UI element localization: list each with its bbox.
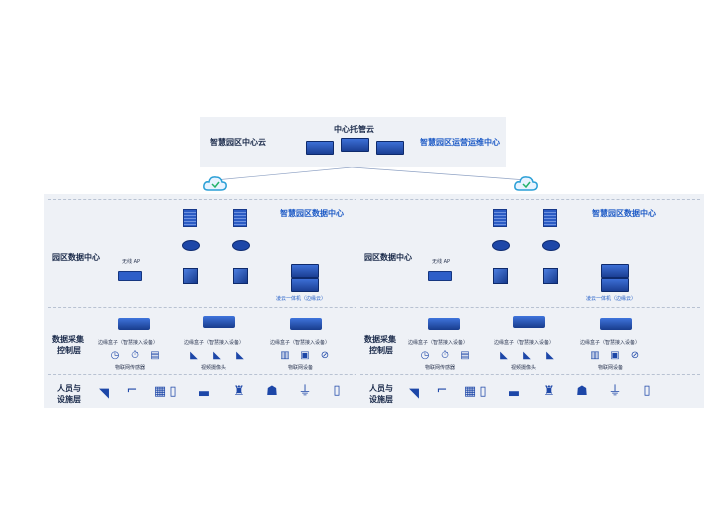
people-icon: ☗ [576, 384, 588, 399]
dc-badge-left: 智慧园区数据中心 [280, 209, 344, 218]
group-label-left-2: 视频摄像头 [201, 365, 227, 371]
fire-hydrant-icon: ♜ [233, 384, 245, 399]
wireless-ap-left [118, 271, 142, 281]
dc-badge-right: 智慧园区数据中心 [592, 209, 656, 218]
cloud-server-1 [306, 141, 334, 155]
group-label-right-1: 物联网传感器 [425, 365, 456, 371]
timer-icon: ⏱ [441, 350, 449, 361]
server-icon: ▥ [590, 350, 600, 361]
cloud-server-2 [341, 138, 369, 152]
thermometer-icon: ◷ [420, 350, 430, 361]
layer-collect-right-1: 数据采集 [364, 335, 396, 344]
cctv-icon: ◥ [99, 386, 109, 401]
phone-icon: ▯ [643, 383, 651, 398]
firewall-left-2 [233, 209, 247, 227]
forbidden-icon: ⊘ [630, 350, 640, 361]
edge-cloud-server-left-2 [291, 278, 319, 292]
access-control-icon: ▣ [300, 350, 310, 361]
cloud-left-label: 智慧园区中心云 [210, 138, 266, 147]
thermometer-icon: ◷ [110, 350, 120, 361]
edge-cloud-label-right: 凌云一体机（边缘云） [586, 296, 637, 302]
router-right-2 [542, 240, 560, 251]
edge-cloud-server-right-2 [601, 278, 629, 292]
shower-icon: ⌐ [436, 383, 448, 398]
car-icon: ▬ [507, 386, 521, 401]
ap-label-right: 无线 AP [432, 259, 451, 265]
wireless-ap-right [428, 271, 452, 281]
group-label-right-3: 物联网设备 [598, 365, 624, 371]
meter-icon: ▤ [150, 350, 160, 361]
firewall-right-1 [493, 209, 507, 227]
camera-icon: ◣ [213, 350, 221, 361]
edge-cloud-label-left: 凌云一体机（边缘云） [276, 296, 327, 302]
edge-box-left-2 [203, 316, 235, 328]
timer-icon: ⏱ [131, 350, 139, 361]
core-switch-right-2 [543, 268, 558, 284]
core-switch-left-1 [183, 268, 198, 284]
camera-icon: ◣ [236, 350, 244, 361]
core-switch-right-1 [493, 268, 508, 284]
layer-dc-left: 园区数据中心 [52, 253, 100, 262]
cloud-icon-left [203, 176, 227, 191]
edge-cloud-server-left-1 [291, 264, 319, 278]
camera-icon: ◣ [190, 350, 198, 361]
access-control-icon: ▣ [610, 350, 620, 361]
layer-collect-right-2: 控制层 [369, 346, 393, 355]
ap-label-left: 无线 AP [122, 259, 141, 265]
edge-box-label-left-3: 边缘盒子（智慧接入设备） [270, 340, 331, 346]
edge-box-label-right-2: 边缘盒子（智慧接入设备） [494, 340, 555, 346]
charging-plug-icon: ⏚ [298, 384, 312, 399]
edge-box-label-left-2: 边缘盒子（智慧接入设备） [184, 340, 245, 346]
edge-cloud-server-right-1 [601, 264, 629, 278]
edge-box-label-right-1: 边缘盒子（智慧接入设备） [408, 340, 469, 346]
camera-icon: ◣ [500, 350, 508, 361]
door-icon: ▯ [169, 384, 177, 399]
layer-facility-left-2: 设施层 [57, 395, 81, 404]
edge-box-label-left-1: 边缘盒子（智慧接入设备） [98, 340, 159, 346]
door-icon: ▯ [479, 384, 487, 399]
shower-icon: ⌐ [126, 383, 138, 398]
edge-box-left-3 [290, 318, 322, 330]
router-left-2 [232, 240, 250, 251]
camera-icon: ◣ [546, 350, 554, 361]
cloud-server-3 [376, 141, 404, 155]
layer-collect-left-1: 数据采集 [52, 335, 84, 344]
layer-collect-left-2: 控制层 [57, 346, 81, 355]
edge-box-right-1 [428, 318, 460, 330]
cloud-icon-right [514, 176, 538, 191]
edge-box-right-2 [513, 316, 545, 328]
group-label-left-3: 物联网设备 [288, 365, 314, 371]
layer-facility-right-1: 人员与 [369, 384, 393, 393]
core-switch-left-2 [233, 268, 248, 284]
server-icon: ▥ [280, 350, 290, 361]
layer-facility-right-2: 设施层 [369, 395, 393, 404]
building-icon: ▦ [463, 384, 477, 399]
phone-icon: ▯ [333, 383, 341, 398]
group-label-left-1: 物联网传感器 [115, 365, 146, 371]
meter-icon: ▤ [460, 350, 470, 361]
camera-icon: ◣ [523, 350, 531, 361]
car-icon: ▬ [197, 386, 211, 401]
central-cloud-title: 中心托管云 [334, 125, 374, 134]
park-panel-right [356, 194, 704, 408]
cctv-icon: ◥ [409, 386, 419, 401]
edge-box-label-right-3: 边缘盒子（智慧接入设备） [580, 340, 641, 346]
edge-box-right-3 [600, 318, 632, 330]
people-icon: ☗ [266, 384, 278, 399]
layer-facility-left-1: 人员与 [57, 384, 81, 393]
park-panel-left [44, 194, 392, 408]
router-right-1 [492, 240, 510, 251]
firewall-right-2 [543, 209, 557, 227]
fire-hydrant-icon: ♜ [543, 384, 555, 399]
edge-box-left-1 [118, 318, 150, 330]
firewall-left-1 [183, 209, 197, 227]
forbidden-icon: ⊘ [320, 350, 330, 361]
group-label-right-2: 视频摄像头 [511, 365, 537, 371]
cloud-right-label: 智慧园区运营运维中心 [420, 138, 500, 147]
charging-plug-icon: ⏚ [608, 384, 622, 399]
layer-dc-right: 园区数据中心 [364, 253, 412, 262]
router-left-1 [182, 240, 200, 251]
building-icon: ▦ [153, 384, 167, 399]
